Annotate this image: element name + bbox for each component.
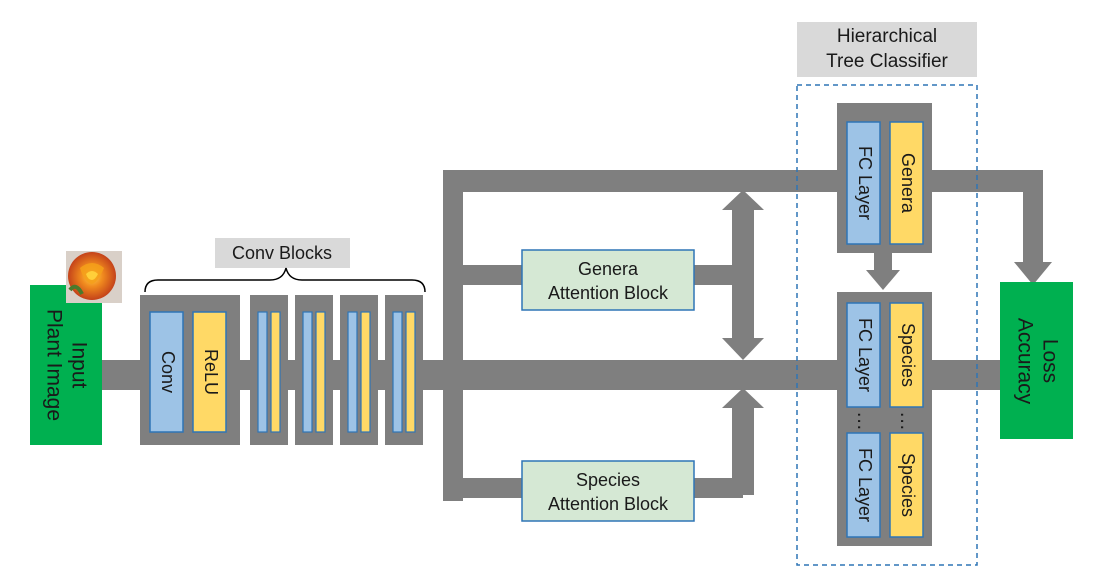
input-label-line1: Input xyxy=(67,342,90,389)
species-ellipsis-left: … xyxy=(853,411,875,431)
species-fc-layer-2-label: FC Layer xyxy=(855,448,875,522)
hierarchical-tree-classifier: Hierarchical Tree Classifier FC Layer Ge… xyxy=(796,22,978,566)
conv-blocks-brace xyxy=(144,267,426,293)
genera-down-arrowhead xyxy=(722,338,764,360)
small-conv-block-1 xyxy=(250,295,288,445)
species-attention-line2: Attention Block xyxy=(548,494,669,514)
input-box xyxy=(30,285,102,445)
conv-blocks-title-bg xyxy=(215,238,350,268)
genera-up-shaft xyxy=(732,205,754,275)
species-output-2-label: Species xyxy=(898,453,918,517)
conv-blocks-title: Conv Blocks xyxy=(232,243,332,263)
loss-accuracy-output: Loss Accuracy xyxy=(1000,282,1073,439)
genera-attention-line1: Genera xyxy=(578,259,639,279)
output-label-line1: Loss xyxy=(1038,339,1061,383)
species-output-1-label: Species xyxy=(898,323,918,387)
small-conv-block-2 xyxy=(295,295,333,445)
relu-layer-label: ReLU xyxy=(201,349,221,395)
genera-down-shaft xyxy=(732,270,754,340)
relu-layer xyxy=(192,311,227,433)
loss-arrowhead xyxy=(1014,262,1052,285)
species-ellipsis-right: … xyxy=(896,411,918,431)
classifier-dashed-border xyxy=(796,84,978,566)
genera-attention-block: Genera Attention Block xyxy=(521,249,695,311)
output-box xyxy=(1000,282,1073,439)
top-horizontal-pipe xyxy=(443,170,1023,192)
small-conv-block-4 xyxy=(385,295,423,445)
top-right-down-pipe xyxy=(1023,170,1043,270)
species-up-shaft xyxy=(732,405,754,495)
conv-blocks: Conv Blocks Conv ReLU xyxy=(140,238,426,445)
output-label-line2: Accuracy xyxy=(1013,318,1036,405)
genera-to-species-arrowhead xyxy=(866,270,900,290)
genera-to-species-shaft xyxy=(874,250,892,274)
genera-output-label: Genera xyxy=(898,153,918,214)
species-attention-block: Species Attention Block xyxy=(521,460,695,522)
species-attention-line1: Species xyxy=(576,470,640,490)
genera-output xyxy=(889,121,924,245)
genera-fc-layer xyxy=(846,121,881,245)
conv-layer-label: Conv xyxy=(158,351,178,393)
branch-vertical-pipe xyxy=(443,170,463,501)
species-output-2 xyxy=(889,432,924,538)
species-up-arrowhead xyxy=(722,388,764,408)
species-fc-layer-1 xyxy=(846,302,881,408)
classifier-title-bg xyxy=(797,22,977,77)
genera-attention-line2: Attention Block xyxy=(548,283,669,303)
small-conv-block-3 xyxy=(340,295,378,445)
input-label-line2: Plant Image xyxy=(42,309,65,421)
genera-up-arrowhead xyxy=(722,190,764,210)
classifier-title-line1: Hierarchical xyxy=(837,26,937,47)
species-output-1 xyxy=(889,302,924,408)
species-fc-layer-2 xyxy=(846,432,881,538)
conv-layer xyxy=(149,311,184,433)
input-plant-image: Input Plant Image xyxy=(30,251,122,445)
classifier-title-line2: Tree Classifier xyxy=(826,51,948,72)
rose-flower-icon xyxy=(66,251,122,303)
species-fc-layer-1-label: FC Layer xyxy=(855,318,875,392)
genera-fc-layer-label: FC Layer xyxy=(855,146,875,220)
